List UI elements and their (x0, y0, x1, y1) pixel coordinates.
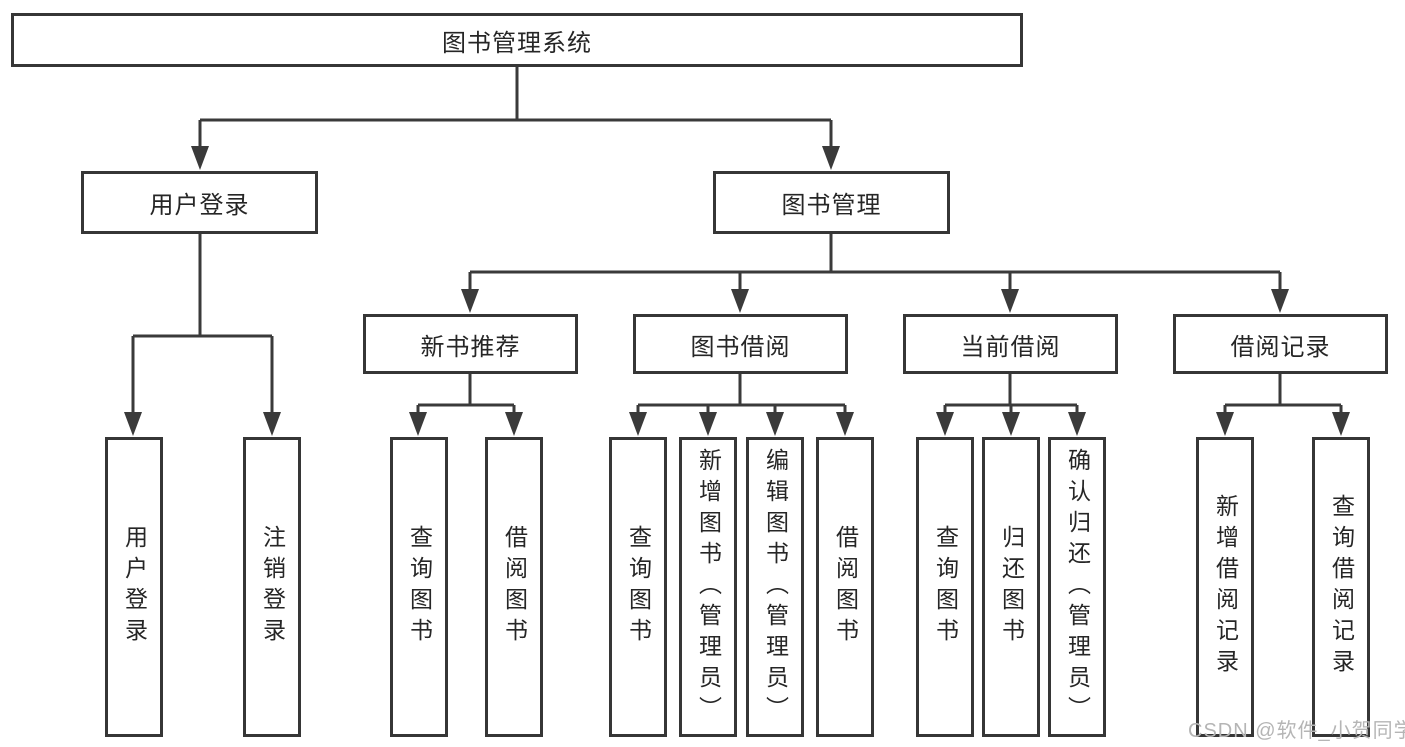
edge-new-book-to-leaves (409, 374, 523, 436)
leaf-add-book-admin: 新增图书（管理员） (679, 437, 737, 737)
leaf-user-login-label: 用户登录 (121, 525, 148, 649)
arrowhead-icon (699, 412, 717, 436)
arrowhead-icon (731, 289, 749, 313)
arrowhead-icon (124, 412, 142, 436)
node-user-login-label: 用户登录 (149, 192, 250, 219)
leaf-borrow-book-newrec-label: 借阅图书 (501, 525, 528, 649)
leaf-add-borrow-record-label: 新增借阅记录 (1212, 494, 1239, 680)
arrowhead-icon (629, 412, 647, 436)
node-current-borrow: 当前借阅 (903, 314, 1118, 374)
edge-root-to-level2 (191, 66, 840, 170)
node-book-mgmt: 图书管理 (713, 171, 950, 234)
arrowhead-icon (1068, 412, 1086, 436)
arrowhead-icon (766, 412, 784, 436)
leaf-query-book-newrec-label: 查询图书 (406, 525, 433, 649)
node-book-mgmt-label: 图书管理 (781, 192, 882, 219)
arrowhead-icon (1002, 412, 1020, 436)
leaf-logout: 注销登录 (243, 437, 301, 737)
arrowhead-icon (263, 412, 281, 436)
csdn-watermark: CSDN @软件_小贺同学 (1188, 720, 1405, 742)
leaf-edit-book-admin: 编辑图书（管理员） (746, 437, 804, 737)
leaf-query-borrow-record-label: 查询借阅记录 (1328, 494, 1355, 680)
edge-current-borrow-to-leaves (936, 374, 1086, 436)
node-book-borrow-label: 图书借阅 (690, 333, 791, 361)
leaf-borrow-book-newrec: 借阅图书 (485, 437, 543, 737)
node-book-borrow: 图书借阅 (633, 314, 848, 374)
arrowhead-icon (1271, 289, 1289, 313)
arrowhead-icon (822, 146, 840, 170)
leaf-query-book-newrec: 查询图书 (390, 437, 448, 737)
arrowhead-icon (936, 412, 954, 436)
leaf-edit-book-admin-label: 编辑图书（管理员） (762, 447, 789, 727)
arrowhead-icon (505, 412, 523, 436)
leaf-return-book: 归还图书 (982, 437, 1040, 737)
arrowhead-icon (409, 412, 427, 436)
leaf-query-book-borrow-label: 查询图书 (625, 525, 652, 649)
edge-book-borrow-to-leaves (629, 374, 854, 436)
node-current-borrow-label: 当前借阅 (960, 333, 1061, 361)
node-root: 图书管理系统 (11, 13, 1023, 67)
leaf-query-borrow-record: 查询借阅记录 (1312, 437, 1370, 737)
edge-borrow-record-to-leaves (1216, 374, 1350, 436)
node-borrow-record-label: 借阅记录 (1230, 333, 1331, 361)
edge-book-mgmt-to-level3 (461, 234, 1289, 313)
leaf-return-book-label: 归还图书 (998, 525, 1025, 649)
leaf-confirm-return-admin-label: 确认归还（管理员） (1064, 447, 1091, 727)
arrowhead-icon (1332, 412, 1350, 436)
leaf-borrow-book-borrow-label: 借阅图书 (832, 525, 859, 649)
node-new-book-rec-label: 新书推荐 (420, 333, 521, 361)
leaf-logout-label: 注销登录 (259, 525, 286, 649)
edge-user-login-to-leaves (124, 234, 281, 436)
node-user-login: 用户登录 (81, 171, 318, 234)
leaf-query-book-current-label: 查询图书 (932, 525, 959, 649)
arrowhead-icon (191, 146, 209, 170)
leaf-add-borrow-record: 新增借阅记录 (1196, 437, 1254, 737)
node-new-book-rec: 新书推荐 (363, 314, 578, 374)
leaf-confirm-return-admin: 确认归还（管理员） (1048, 437, 1106, 737)
node-borrow-record: 借阅记录 (1173, 314, 1388, 374)
arrowhead-icon (1001, 289, 1019, 313)
leaf-query-book-borrow: 查询图书 (609, 437, 667, 737)
leaf-add-book-admin-label: 新增图书（管理员） (695, 447, 722, 727)
arrowhead-icon (461, 289, 479, 313)
leaf-user-login: 用户登录 (105, 437, 163, 737)
leaf-query-book-current: 查询图书 (916, 437, 974, 737)
node-root-label: 图书管理系统 (442, 29, 592, 57)
leaf-borrow-book-borrow: 借阅图书 (816, 437, 874, 737)
arrowhead-icon (836, 412, 854, 436)
arrowhead-icon (1216, 412, 1234, 436)
